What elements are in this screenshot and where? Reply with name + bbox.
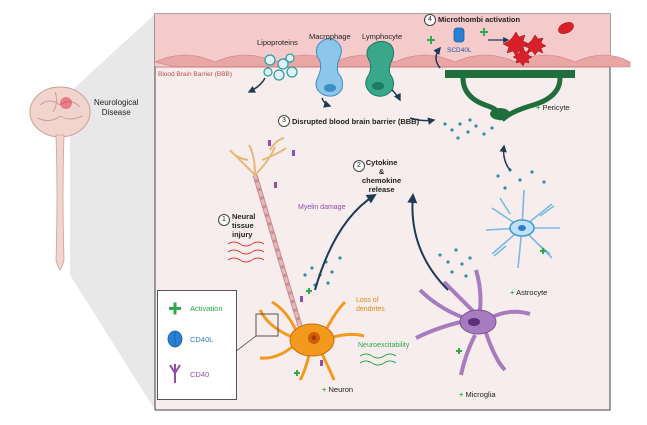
bbb-label: Blood Brain Barrier (BBB) xyxy=(158,71,233,78)
axon-terminal xyxy=(229,137,287,176)
legend-cd40-label: CD40 xyxy=(190,370,210,379)
lymphocyte-label: Lymphocyte xyxy=(362,32,403,41)
neuron-zoom-box xyxy=(255,313,279,337)
legend-cd40-icon xyxy=(169,364,181,383)
step-2-label: Cytokine & chemokine release xyxy=(362,158,402,194)
microglia-cell xyxy=(415,269,531,376)
disease-label: Neurological Disease xyxy=(94,98,139,117)
scd40l-arrow xyxy=(433,46,441,69)
neuroexcitability-waves xyxy=(359,353,397,366)
pericyte-cell xyxy=(445,70,575,122)
scd40l-molecule xyxy=(453,27,465,43)
step-3-label: Disrupted blood brain barrier (BBB) xyxy=(292,117,420,126)
scd40l-label: SCD40L xyxy=(447,47,472,54)
lipoprotein-cluster xyxy=(263,53,298,81)
legend-cd40l-label: CD40L xyxy=(190,335,214,344)
legend-activation-label: Activation xyxy=(190,304,223,313)
step-4-marker: 4 xyxy=(424,14,436,26)
astrocyte-arrow xyxy=(499,144,511,171)
legend-icons xyxy=(167,302,183,383)
projection-cone xyxy=(70,14,155,410)
activation-plus-marks xyxy=(427,28,488,44)
loss-dendrites-label: Loss of dendrites xyxy=(356,297,385,313)
cd40-markers xyxy=(268,140,323,366)
step-1-label: Neural tissue injury xyxy=(232,212,256,239)
platelet-cluster xyxy=(502,22,574,67)
zoom-connector xyxy=(234,335,257,353)
legend-cd40l-icon xyxy=(167,330,183,348)
lymphocyte-cell xyxy=(365,40,395,97)
lymphocyte-arrow xyxy=(391,89,401,102)
myelin-damage-label: Myelin damage xyxy=(298,204,346,211)
microglia-dots xyxy=(438,248,472,278)
macrophage-label: Macrophage xyxy=(309,32,351,41)
microglia-label: + Microglia xyxy=(459,390,496,399)
legend-activation-icon xyxy=(169,302,181,315)
axon-myelin xyxy=(252,174,303,327)
macrophage-arrow xyxy=(321,97,332,108)
astrocyte-cell xyxy=(485,189,560,269)
pericyte-label: + Pericyte xyxy=(536,103,570,112)
step-1-marker: 1 xyxy=(218,214,230,226)
step-2-marker: 2 xyxy=(353,160,365,172)
spinal-cord xyxy=(55,134,65,271)
pericyte-dots xyxy=(443,118,494,140)
step-4-label: Microthombi activation xyxy=(438,15,521,24)
macrophage-cell xyxy=(315,38,343,97)
legend-box: Activation CD40L CD40 xyxy=(157,290,237,400)
microglia-to-cytokine-arrow xyxy=(407,193,449,291)
brain-icon xyxy=(29,86,91,138)
lipoproteins-label: Lipoproteins xyxy=(257,38,298,47)
astrocyte-label: + Astrocyte xyxy=(510,288,548,297)
neuron-cell xyxy=(258,300,365,381)
step-3-marker: 3 xyxy=(278,115,290,127)
bbb-disruption-arrow xyxy=(409,117,436,125)
injury-waves xyxy=(227,241,265,263)
neuron-to-cytokine-arrow xyxy=(314,193,377,291)
activation-plus-scatter xyxy=(294,248,546,376)
lipoprotein-arrow xyxy=(247,77,266,93)
neuron-label: + Neuron xyxy=(322,385,354,394)
neuroexcitability-label: Neuroexcitability xyxy=(358,342,410,349)
